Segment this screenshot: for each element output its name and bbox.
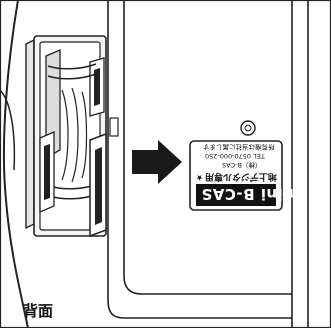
body-edge-left: [2, 0, 29, 329]
screw-icon: [240, 120, 256, 136]
housing-inner: [123, 0, 292, 295]
card-company-text: （株）B-CAS: [222, 161, 262, 169]
card-tel-text: TEL 0570-000-250: [205, 152, 265, 160]
mini-bcas-card: [189, 140, 283, 211]
arrow-right-icon: [132, 140, 182, 184]
back-label: 背面: [23, 302, 54, 320]
card-star-icon: ★: [196, 173, 204, 182]
card-brand-text: mini B-CAS: [201, 185, 299, 203]
card-slot-bracket: [25, 35, 119, 238]
card-notice-text: 所有権は当社に属します: [203, 143, 275, 151]
card-usage-text: 地上デジタル専用: [205, 171, 277, 181]
housing-outline: [107, 0, 292, 319]
